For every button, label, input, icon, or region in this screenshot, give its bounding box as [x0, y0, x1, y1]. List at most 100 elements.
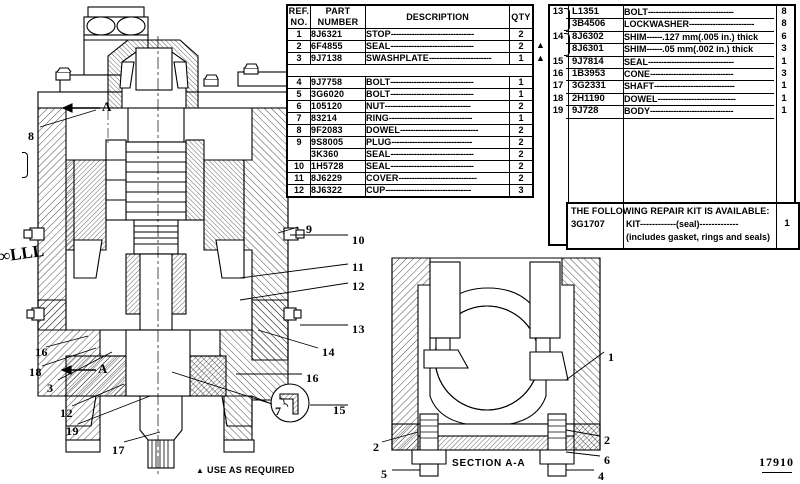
cell-ref-no: 1: [286, 28, 311, 41]
callout-3: 3: [47, 381, 54, 395]
header-description: DESCRIPTION: [365, 4, 510, 29]
cell-part-number: 8J6229: [310, 172, 366, 185]
cell-description: RING--------------------------------: [365, 112, 510, 125]
footnote-triangle-icon: ▲: [196, 466, 205, 475]
description-text: RING: [366, 113, 389, 124]
cell-qty: 1: [509, 112, 534, 125]
repair-kit-title: THE FOLLOWING REPAIR KIT IS AVAILABLE:: [571, 206, 770, 216]
leader-lines-right: [171, 226, 349, 406]
callout-15: 15: [333, 403, 346, 417]
cell-qty: 6: [781, 30, 787, 42]
cell-ref-no: 10: [286, 160, 311, 173]
cell-part-number: 9J728: [572, 105, 599, 117]
header-pn-line1: PART: [325, 6, 351, 16]
footnote-text: USE AS REQUIRED: [207, 465, 295, 475]
repair-kit-subnote: (includes gasket, rings and seals): [626, 232, 771, 242]
callout-12: 12: [352, 279, 365, 293]
cell-ref-no: [286, 148, 311, 161]
cell-part-number: 6F4855: [310, 40, 366, 53]
cell-part-number: 9J7758: [310, 76, 366, 89]
cell-description: DOWEL------------------------------: [624, 93, 772, 105]
cell-qty: 2: [509, 100, 534, 113]
cell-description: BOLT--------------------------------: [365, 76, 510, 89]
ref-bracket-14: [564, 32, 570, 56]
cell-qty: 1: [509, 76, 534, 89]
description-text: SEAL: [366, 149, 391, 160]
description-leader-dots: -------------------------: [689, 19, 754, 30]
cell-part-number: 9F2083: [310, 124, 366, 137]
description-text: SEAL: [624, 56, 649, 67]
section-aa-drawing: [391, 257, 601, 477]
cell-ref-no: 14: [552, 30, 564, 42]
cell-ref-no: 6: [286, 100, 311, 113]
description-leader-dots: --------------------------------: [390, 89, 474, 100]
description-text: PLUG: [366, 137, 392, 148]
cell-part-number: 9S8005: [310, 136, 366, 149]
cell-qty: 3: [509, 184, 534, 198]
description-text: SHIM: [624, 31, 647, 42]
cell-qty: 2: [509, 160, 534, 173]
section-letter-bottom: A: [98, 361, 108, 376]
cell-ref-no: 8: [286, 124, 311, 137]
callout-18: 18: [29, 365, 42, 379]
leader-lines-section: [381, 351, 605, 471]
description-text: SHAFT: [624, 81, 654, 92]
description-text: BOLT: [366, 77, 391, 88]
cell-description: SHIM------.127 mm(.005 in.) thick: [624, 31, 772, 43]
callout-7: 7: [275, 404, 282, 418]
cell-part-number: 105120: [310, 100, 366, 113]
row-separator: [566, 92, 774, 94]
cell-part-number: L1351: [572, 6, 599, 17]
description-leader-dots: ------------------------------: [400, 125, 478, 136]
cell-ref-no: 2: [286, 40, 311, 53]
cell-qty: 1: [781, 105, 787, 117]
repair-kit-part-number: 3G1707: [571, 219, 605, 230]
footnote-use-as-required: ▲ USE AS REQUIRED: [196, 465, 295, 475]
cell-ref-no: 11: [286, 172, 311, 185]
cell-qty: 1: [781, 55, 787, 67]
cell-qty: 2: [509, 28, 534, 41]
cell-ref-no: 3: [286, 52, 311, 65]
shim-marker-triangle-1: ▲: [536, 40, 545, 50]
cell-qty: 3: [781, 68, 787, 79]
cell-part-number: 3B4506: [572, 18, 606, 30]
cell-description: SWASHPLATE------------------------: [365, 52, 510, 65]
description-text: BODY: [624, 106, 651, 117]
description-suffix: .127 mm(.005 in.) thick: [662, 31, 759, 42]
cell-description: DOWEL------------------------------: [365, 124, 510, 137]
cell-ref-no: 18: [552, 92, 564, 104]
pump-assembly-section: [23, 6, 310, 476]
callout-8: 8: [28, 129, 35, 143]
description-leader-dots: ------: [646, 31, 663, 42]
description-leader-dots: ------------------------------: [657, 93, 736, 104]
callout-10: 10: [352, 233, 365, 247]
cell-ref-no: 4: [286, 76, 311, 89]
cell-ref-no: 17: [552, 80, 564, 92]
cell-part-number: 8J6321: [310, 28, 366, 41]
cell-qty: 1: [509, 88, 534, 101]
cell-qty: 2: [509, 40, 534, 53]
description-leader-dots: ------------------------: [428, 53, 492, 64]
cell-ref-no: 5: [286, 88, 311, 101]
description-leader-dots: ---------------------------------: [385, 185, 472, 195]
description-text: BOLT: [366, 89, 391, 100]
row-separator: [566, 105, 774, 107]
cell-part-number: 8J6301: [572, 43, 604, 55]
row-separator: [566, 80, 774, 82]
cell-description: COVER------------------------------: [365, 172, 510, 185]
header-part-number: PART NUMBER: [310, 4, 366, 29]
description-suffix: .05 mm(.002 in.) thick: [662, 44, 754, 55]
row-separator: [566, 30, 774, 32]
repair-kit-box: THE FOLLOWING REPAIR KIT IS AVAILABLE: 3…: [566, 202, 800, 250]
cell-description: BODY--------------------------------: [624, 105, 772, 117]
cell-qty: 1: [781, 92, 787, 104]
cell-description: SHAFT-------------------------------: [624, 80, 772, 92]
